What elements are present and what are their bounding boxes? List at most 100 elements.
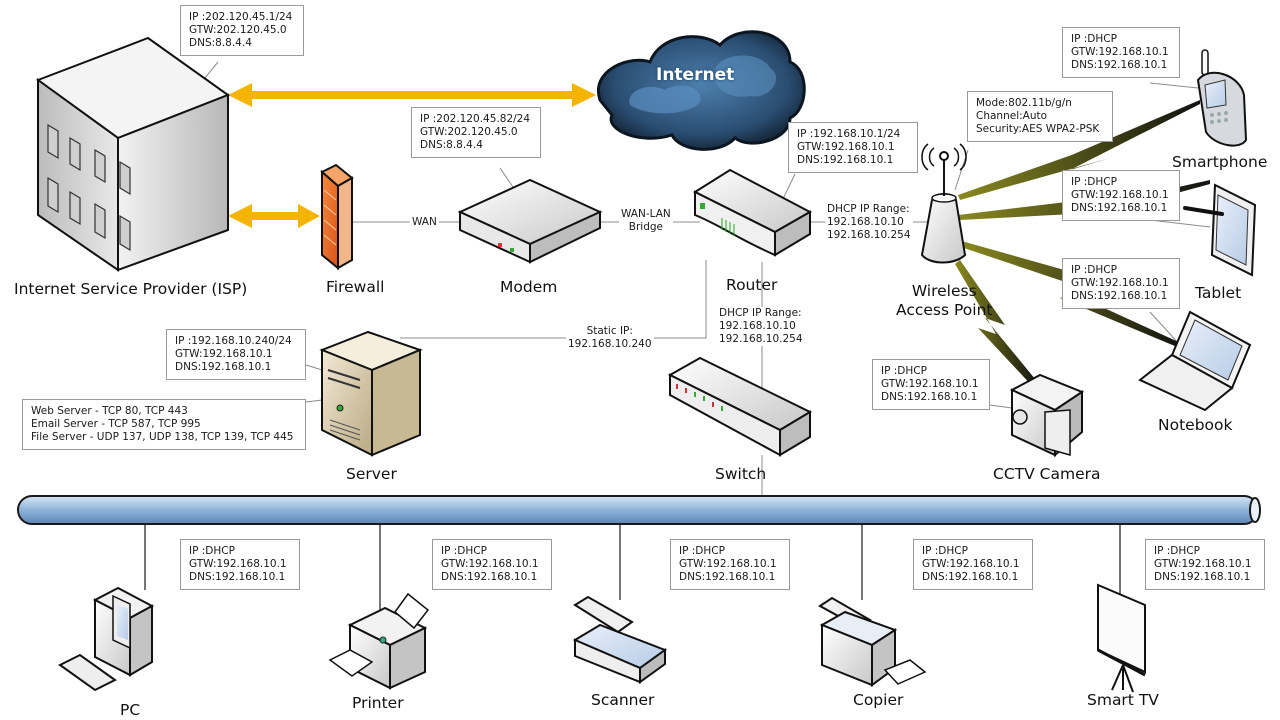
server-static-ip-label: Static IP: 192.168.10.240 bbox=[566, 325, 654, 351]
ap-label-line-1: Wireless bbox=[911, 282, 977, 300]
gateway-text: GTW:192.168.10.1 bbox=[189, 558, 287, 570]
smartphone-icon bbox=[1196, 49, 1248, 147]
ip-text: IP :DHCP bbox=[679, 545, 725, 557]
dns-text: DNS:192.168.10.1 bbox=[1071, 290, 1168, 302]
gateway-text: GTW:192.168.10.1 bbox=[881, 378, 979, 390]
dns-text: DNS:192.168.10.1 bbox=[679, 571, 776, 583]
smart-tv-icon bbox=[1097, 583, 1146, 693]
ip-text: IP :DHCP bbox=[1154, 545, 1200, 557]
scanner-info-box: IP :DHCP GTW:192.168.10.1 DNS:192.168.10… bbox=[670, 539, 790, 590]
modem-label: Modem bbox=[500, 278, 558, 296]
smartphone-info-box: IP :DHCP GTW:192.168.10.1 DNS:192.168.10… bbox=[1062, 27, 1180, 78]
ip-text: IP :202.120.45.1/24 bbox=[189, 11, 293, 23]
router-icon bbox=[692, 168, 813, 257]
tablet-icon bbox=[1183, 183, 1257, 277]
gateway-text: GTW:192.168.10.1 bbox=[922, 558, 1020, 570]
dns-text: DNS:8.8.4.4 bbox=[420, 139, 483, 151]
dns-text: DNS:192.168.10.1 bbox=[881, 391, 978, 403]
router-label: Router bbox=[726, 276, 778, 294]
dns-text: DNS:8.8.4.4 bbox=[189, 37, 252, 49]
copier-icon bbox=[818, 596, 927, 687]
notebook-info-box: IP :DHCP GTW:192.168.10.1 DNS:192.168.10… bbox=[1062, 258, 1180, 309]
dhcp-range-start: 192.168.10.10 bbox=[719, 320, 796, 332]
security-text: Security:AES WPA2-PSK bbox=[976, 123, 1100, 135]
ip-text: IP :DHCP bbox=[881, 365, 927, 377]
dns-text: DNS:192.168.10.1 bbox=[189, 571, 286, 583]
gateway-text: GTW:192.168.10.1 bbox=[1154, 558, 1252, 570]
building-icon bbox=[35, 36, 231, 272]
wireless-access-point-icon bbox=[920, 143, 967, 264]
ip-text: IP :DHCP bbox=[189, 545, 235, 557]
modem-icon bbox=[457, 178, 603, 264]
ip-text: IP :DHCP bbox=[1071, 176, 1117, 188]
gateway-text: GTW:192.168.10.1 bbox=[1071, 46, 1169, 58]
router-ap-dhcp-label: DHCP IP Range: 192.168.10.10 192.168.10.… bbox=[825, 203, 913, 242]
scanner-icon bbox=[572, 595, 668, 684]
firewall-icon bbox=[320, 163, 354, 271]
dns-text: DNS:192.168.10.1 bbox=[175, 361, 272, 373]
bus-drops bbox=[144, 524, 1121, 610]
dhcp-title: DHCP IP Range: bbox=[827, 203, 910, 215]
bridge-line-1: WAN-LAN bbox=[621, 208, 671, 220]
lan-bus bbox=[17, 495, 1261, 525]
static-ip-title: Static IP: bbox=[586, 325, 633, 337]
server-label: Server bbox=[346, 465, 397, 483]
ip-text: IP :192.168.10.1/24 bbox=[797, 128, 901, 140]
smartphone-label: Smartphone bbox=[1172, 153, 1268, 171]
printer-info-box: IP :DHCP GTW:192.168.10.1 DNS:192.168.10… bbox=[432, 539, 552, 590]
bridge-line-2: Bridge bbox=[628, 221, 663, 233]
router-switch-dhcp-label: DHCP IP Range: 192.168.10.10 192.168.10.… bbox=[717, 307, 805, 346]
wan-link-label: WAN bbox=[410, 216, 439, 229]
server-icon bbox=[319, 330, 423, 457]
internet-label: Internet bbox=[656, 65, 735, 85]
isp-firewall-arrow bbox=[228, 204, 320, 228]
smart-tv-info-box: IP :DHCP GTW:192.168.10.1 DNS:192.168.10… bbox=[1145, 539, 1265, 590]
mode-text: Mode:802.11b/g/n bbox=[976, 97, 1072, 109]
access-point-label: Wireless Access Point bbox=[896, 282, 992, 320]
cctv-label: CCTV Camera bbox=[993, 465, 1101, 483]
cctv-info-box: IP :DHCP GTW:192.168.10.1 DNS:192.168.10… bbox=[872, 359, 990, 410]
camera-icon bbox=[1009, 373, 1085, 458]
isp-info-box: IP :202.120.45.1/24 GTW:202.120.45.0 DNS… bbox=[180, 5, 304, 56]
gateway-text: GTW:192.168.10.1 bbox=[679, 558, 777, 570]
ap-label-line-2: Access Point bbox=[896, 301, 993, 319]
copier-label: Copier bbox=[853, 691, 904, 709]
internet-isp-arrow bbox=[228, 83, 596, 107]
gateway-text: GTW:202.120.45.0 bbox=[420, 126, 518, 138]
server-info-box: IP :192.168.10.240/24 GTW:192.168.10.1 D… bbox=[166, 329, 306, 380]
dhcp-range-end: 192.168.10.254 bbox=[827, 229, 911, 241]
tablet-info-box: IP :DHCP GTW:192.168.10.1 DNS:192.168.10… bbox=[1062, 170, 1180, 221]
notebook-icon bbox=[1138, 310, 1252, 412]
ip-text: IP :202.120.45.82/24 bbox=[420, 113, 531, 125]
pc-icon bbox=[58, 586, 155, 692]
gateway-text: GTW:192.168.10.1 bbox=[175, 348, 273, 360]
pc-info-box: IP :DHCP GTW:192.168.10.1 DNS:192.168.10… bbox=[180, 539, 300, 590]
static-ip-value: 192.168.10.240 bbox=[568, 338, 652, 350]
printer-icon bbox=[328, 592, 430, 690]
router-server-link bbox=[400, 260, 707, 339]
gateway-text: GTW:202.120.45.0 bbox=[189, 24, 287, 36]
printer-label: Printer bbox=[352, 694, 404, 712]
dns-text: DNS:192.168.10.1 bbox=[797, 154, 894, 166]
ip-text: IP :192.168.10.240/24 bbox=[175, 335, 292, 347]
wan-lan-bridge-label: WAN-LAN Bridge bbox=[619, 208, 673, 234]
access-point-info-box: Mode:802.11b/g/n Channel:Auto Security:A… bbox=[967, 91, 1113, 142]
server-services-box: Web Server - TCP 80, TCP 443 Email Serve… bbox=[22, 399, 306, 450]
cloud-icon bbox=[596, 30, 806, 151]
switch-label: Switch bbox=[715, 465, 767, 483]
pc-label: PC bbox=[120, 701, 141, 719]
smart-tv-label: Smart TV bbox=[1087, 691, 1159, 709]
gateway-text: GTW:192.168.10.1 bbox=[1071, 189, 1169, 201]
email-server-text: Email Server - TCP 587, TCP 995 bbox=[31, 418, 201, 430]
dns-text: DNS:192.168.10.1 bbox=[1071, 59, 1168, 71]
router-info-box: IP :192.168.10.1/24 GTW:192.168.10.1 DNS… bbox=[788, 122, 918, 173]
copier-info-box: IP :DHCP GTW:192.168.10.1 DNS:192.168.10… bbox=[913, 539, 1033, 590]
ip-text: IP :DHCP bbox=[441, 545, 487, 557]
file-server-text: File Server - UDP 137, UDP 138, TCP 139,… bbox=[31, 431, 294, 443]
gateway-text: GTW:192.168.10.1 bbox=[441, 558, 539, 570]
tablet-label: Tablet bbox=[1195, 284, 1242, 302]
gateway-text: GTW:192.168.10.1 bbox=[797, 141, 895, 153]
dhcp-range-end: 192.168.10.254 bbox=[719, 333, 803, 345]
dns-text: DNS:192.168.10.1 bbox=[441, 571, 538, 583]
dns-text: DNS:192.168.10.1 bbox=[1071, 202, 1168, 214]
